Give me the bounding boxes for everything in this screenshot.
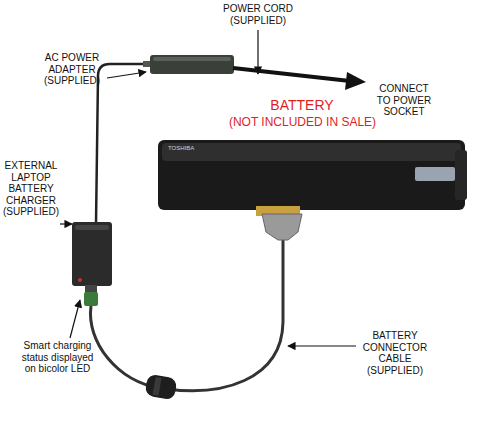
power-cord-arrowhead xyxy=(345,72,366,90)
adapter-highlight xyxy=(153,57,231,61)
leader-arrow xyxy=(107,72,146,78)
battery-top-face xyxy=(162,143,461,161)
leader-arrow xyxy=(288,345,356,346)
callout-label: EXTERNAL LAPTOP BATTERY CHARGER (SUPPLIE… xyxy=(0,160,62,218)
callout-label: AC POWER ADAPTER (SUPPLIED) xyxy=(38,52,106,87)
callout-label: TOSHIBA xyxy=(168,145,208,152)
battery-connector-cable xyxy=(90,240,283,391)
battery-charger xyxy=(72,222,112,286)
callout-label: (NOT INCLUDED IN SALE) xyxy=(215,116,390,130)
leader-arrow xyxy=(60,223,72,224)
ferrite-core xyxy=(144,374,177,401)
leader-arrow xyxy=(257,30,258,74)
ferrite-band xyxy=(153,377,162,396)
laptop-battery xyxy=(158,140,465,210)
leader-arrow xyxy=(70,300,80,338)
power-cord xyxy=(233,68,350,81)
callout-label: POWER CORD (SUPPLIED) xyxy=(213,3,303,26)
callout-label: BATTERY CONNECTOR CABLE (SUPPLIED) xyxy=(360,330,430,376)
charger-plug xyxy=(84,292,98,306)
charger-plug-neck xyxy=(85,285,97,293)
battery-sticker xyxy=(415,167,455,181)
callout-label: CONNECT TO POWER SOCKET xyxy=(375,83,433,118)
callout-label: BATTERY xyxy=(252,97,352,113)
dc-cable xyxy=(96,64,150,224)
battery-end-cap xyxy=(455,150,467,200)
callout-label: Smart charging status displayed on bicol… xyxy=(15,340,100,375)
battery-connector-plug xyxy=(262,214,302,240)
bicolor-led xyxy=(78,278,82,282)
charger-highlight xyxy=(75,225,109,230)
ac-adapter xyxy=(150,55,234,74)
